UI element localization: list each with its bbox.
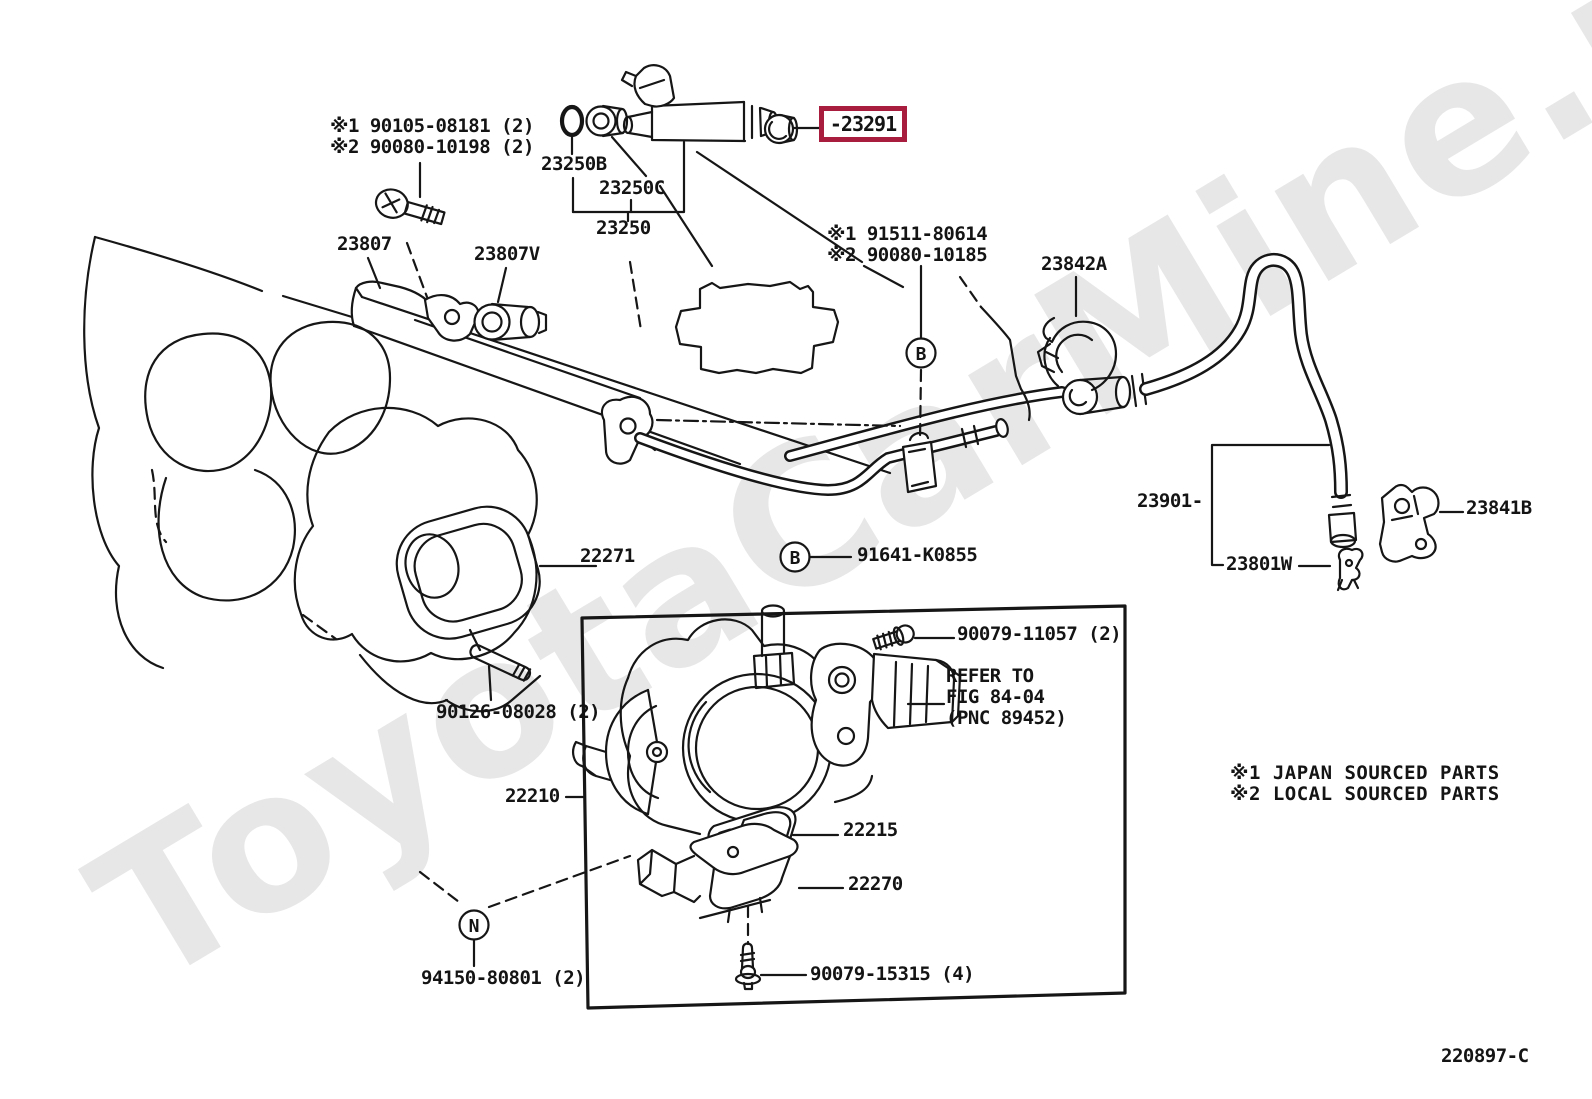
svg-text:B: B — [790, 548, 801, 569]
legend-japan: ※1 JAPAN SOURCED PARTS — [1230, 762, 1500, 784]
rail-label-leaders — [366, 256, 508, 304]
fuel-hose-drawing — [1036, 253, 1465, 592]
highlighted-part-label-23291[interactable]: -23291 — [819, 106, 907, 142]
legend-local: ※2 LOCAL SOURCED PARTS — [1230, 783, 1500, 805]
valve-cover-drawing — [655, 275, 1031, 428]
part-label-90126-08028[interactable]: 90126-08028 (2) — [436, 701, 601, 723]
part-label-22270[interactable]: 22270 — [848, 873, 903, 895]
stud-bolt-drawing — [469, 644, 532, 682]
part-label-23842A[interactable]: 23842A — [1041, 253, 1107, 275]
refer-note-line3: (PNC 89452) — [946, 707, 1067, 729]
injector-assembly-drawing — [559, 64, 905, 332]
callout-b1: B — [905, 264, 937, 443]
rail-bolt-note-line1: ※1 90105-08181 (2) — [330, 115, 534, 137]
part-label-22215[interactable]: 22215 — [843, 819, 898, 841]
part-label-22271[interactable]: 22271 — [580, 545, 635, 567]
rail-bolt-drawing — [374, 188, 446, 226]
svg-text:B: B — [916, 344, 927, 365]
part-label-23250C[interactable]: 23250C — [599, 177, 665, 199]
union-bolt-note: ※1 91511-80614※2 90080-10185 — [827, 223, 988, 266]
rail-bolt-note: ※1 90105-08181 (2)※2 90080-10198 (2) — [330, 116, 534, 158]
part-label-91641-K0855[interactable]: 91641-K0855 — [857, 544, 978, 566]
part-label-23807V[interactable]: 23807V — [474, 243, 540, 265]
part-label-90079-15315[interactable]: 90079-15315 (4) — [810, 963, 975, 985]
callout-b2: B — [779, 541, 853, 573]
svg-text:N: N — [469, 916, 480, 937]
sourced-parts-legend: ※1 JAPAN SOURCED PARTS※2 LOCAL SOURCED P… — [1230, 763, 1500, 805]
part-label-90079-11057[interactable]: 90079-11057 (2) — [957, 623, 1122, 645]
part-label-22210[interactable]: 22210 — [505, 785, 560, 807]
fuel-pipe-drawing — [634, 386, 1068, 497]
fuel-rail-drawing — [350, 280, 892, 475]
figure-code: 220897-C — [1441, 1045, 1529, 1067]
union-bolt-note-line1: ※1 91511-80614 — [827, 223, 988, 245]
refer-note-line1: REFER TO — [946, 665, 1034, 687]
callout-n: N — [418, 854, 632, 968]
refer-note-line2: FIG 84-04 — [946, 686, 1045, 708]
part-label-94150-80801[interactable]: 94150-80801 (2) — [421, 967, 586, 989]
part-label-23801W[interactable]: 23801W — [1226, 553, 1292, 575]
gasket-22271-drawing — [395, 505, 541, 640]
part-label-23807[interactable]: 23807 — [337, 233, 392, 255]
rail-bolt-note-line2: ※2 90080-10198 (2) — [330, 136, 534, 158]
part-label-23901[interactable]: 23901- — [1137, 490, 1203, 512]
union-bolt-note-line2: ※2 90080-10185 — [827, 244, 988, 266]
intake-manifold-drawing — [83, 235, 542, 713]
part-label-23250[interactable]: 23250 — [596, 217, 651, 239]
throttle-body-drawing — [564, 604, 962, 991]
part-label-23841B[interactable]: 23841B — [1466, 497, 1532, 519]
throttle-body-box — [580, 604, 1127, 1010]
part-label-23250B[interactable]: 23250B — [541, 153, 607, 175]
